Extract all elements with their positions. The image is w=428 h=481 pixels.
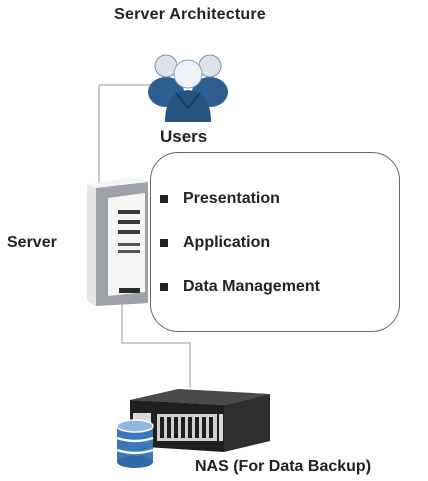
users-icon: [148, 54, 228, 122]
server-layers-callout: [150, 152, 400, 332]
layer-label: Data Management: [183, 278, 320, 295]
layer-item-application: Application: [160, 234, 270, 252]
server-icon: [87, 177, 148, 306]
bullet-icon: [160, 195, 168, 203]
nas-label: NAS (For Data Backup): [195, 458, 372, 475]
server-label: Server: [7, 234, 57, 251]
layer-label: Application: [183, 234, 271, 251]
nas-icon: [130, 389, 270, 452]
layer-item-presentation: Presentation: [160, 190, 280, 208]
users-server-connector: [98, 84, 160, 183]
connector-lines: [98, 84, 191, 388]
database-icon: [116, 419, 154, 468]
layer-item-data-management: Data Management: [160, 278, 320, 296]
users-label: Users: [160, 127, 208, 146]
diagram-title: Server Architecture: [114, 6, 266, 23]
layer-label: Presentation: [183, 190, 280, 207]
server-nas-connector: [121, 302, 191, 388]
bullet-icon: [160, 283, 168, 291]
bullet-icon: [160, 239, 168, 247]
